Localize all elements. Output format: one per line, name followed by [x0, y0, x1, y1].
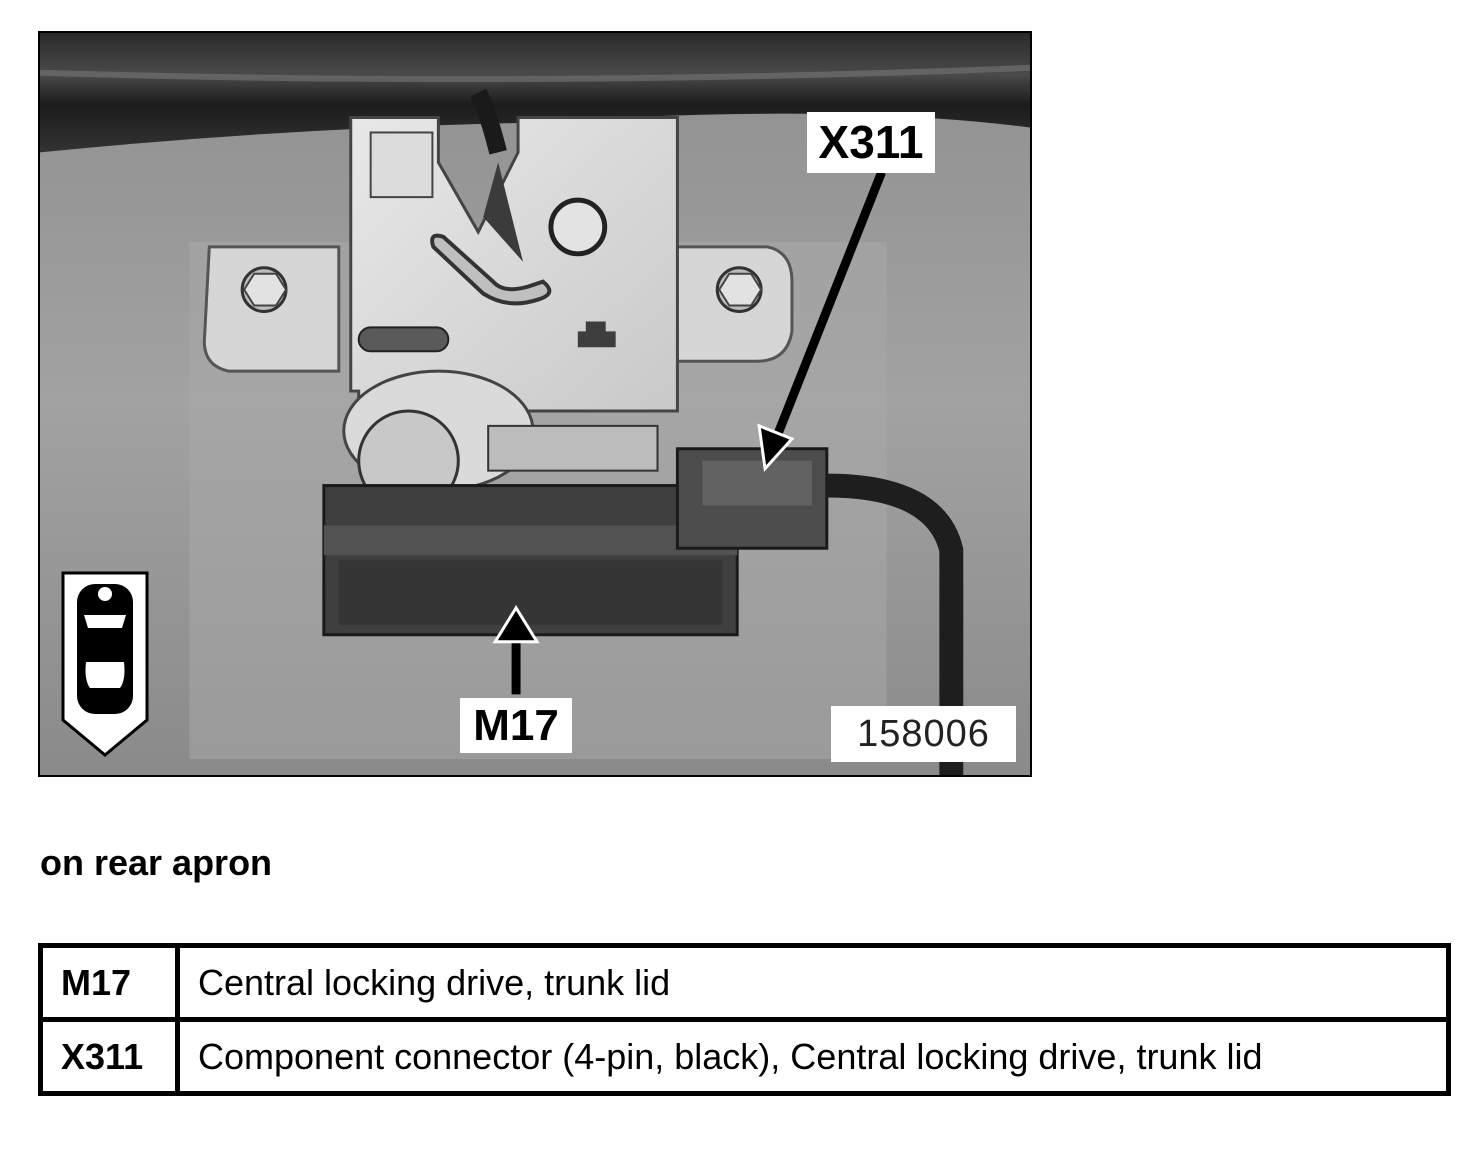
- legend-row: M17 Central locking drive, trunk lid: [38, 943, 1451, 1022]
- legend-code: M17: [38, 943, 180, 1022]
- location-caption: on rear apron: [40, 842, 273, 883]
- legend-description: Central locking drive, trunk lid: [175, 943, 1451, 1022]
- latch-slot: [430, 233, 552, 306]
- callout-x311: X311: [807, 112, 935, 173]
- figure-number: 158006: [831, 706, 1016, 762]
- component-photo: X311 M17 158006: [38, 31, 1032, 777]
- legend-description: Component connector (4-pin, black), Cent…: [175, 1017, 1451, 1096]
- legend-code: X311: [38, 1017, 180, 1096]
- x311-pointer-arrow: [767, 170, 886, 451]
- wiring-harness: [826, 473, 964, 775]
- trunk-seal: [40, 33, 1030, 153]
- component-legend-table: M17 Central locking drive, trunk lid X31…: [38, 943, 1451, 1096]
- legend-row: X311 Component connector (4-pin, black),…: [38, 1017, 1451, 1096]
- callout-m17: M17: [460, 698, 572, 753]
- car-rear-view-icon: [61, 571, 149, 757]
